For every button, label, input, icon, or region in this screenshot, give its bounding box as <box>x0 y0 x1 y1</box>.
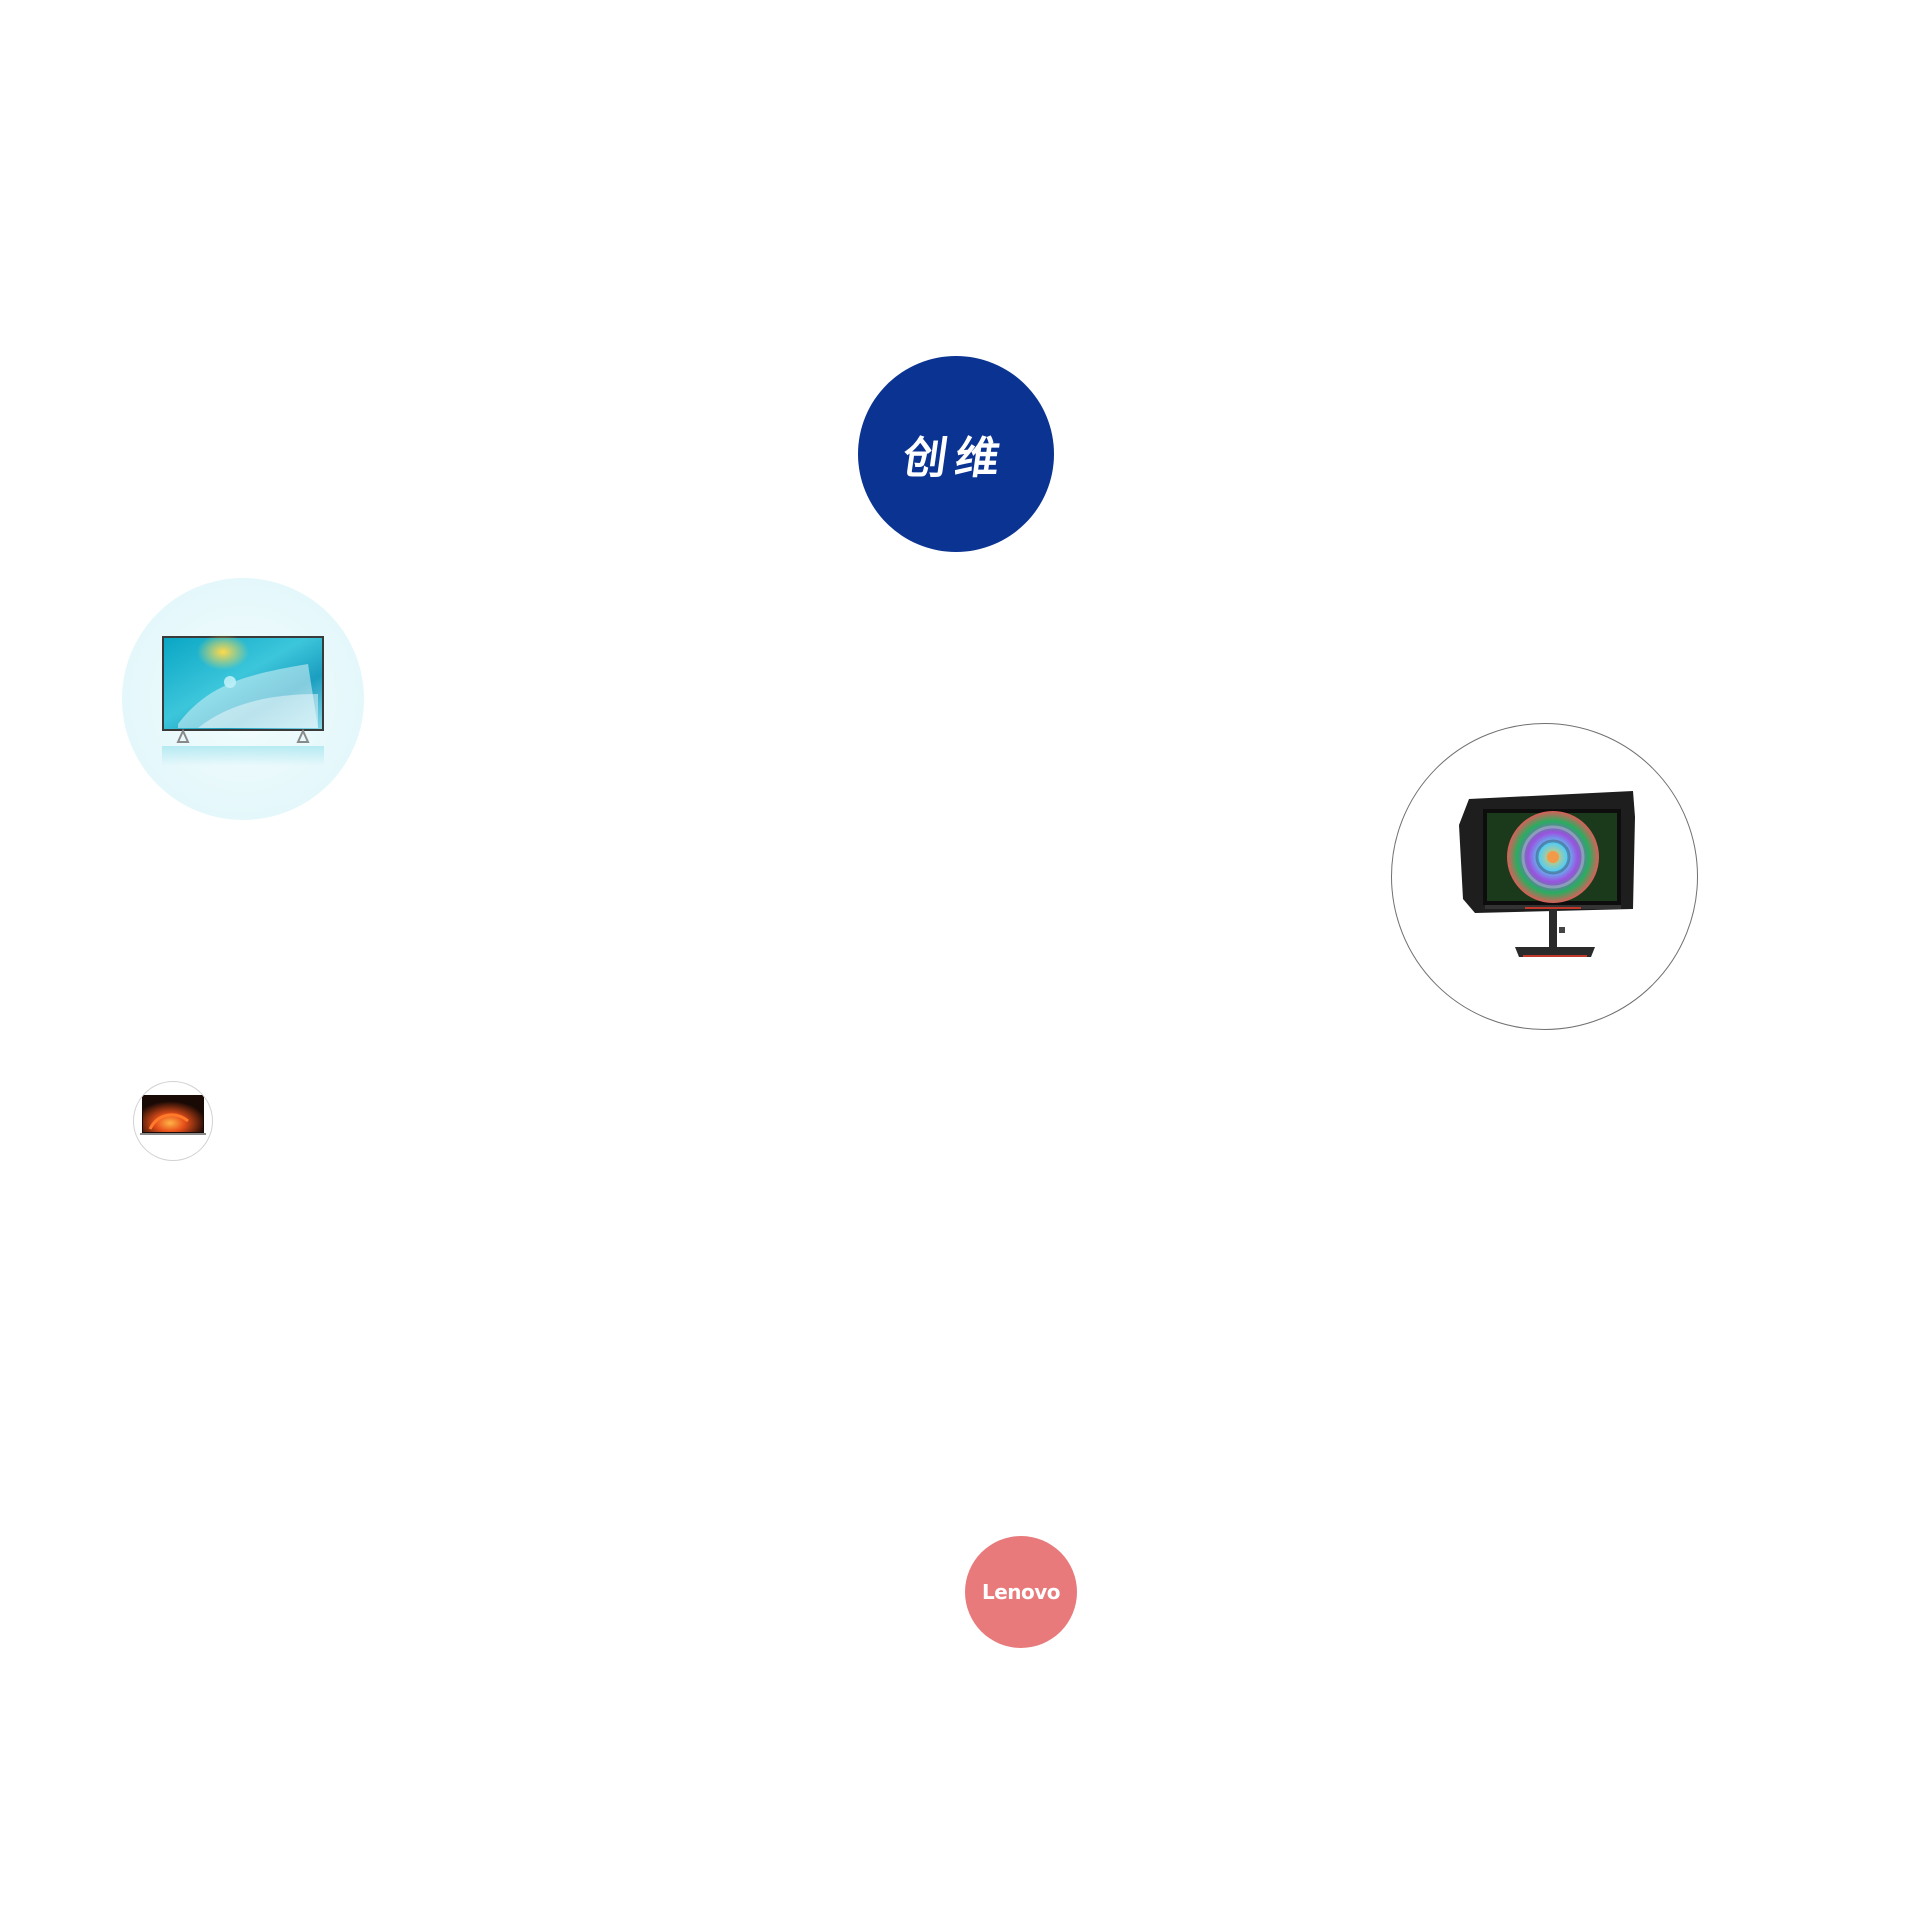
skyworth-brand-bubble[interactable]: 创维 <box>858 356 1054 552</box>
tv-icon <box>162 634 324 766</box>
monitor-icon <box>1458 790 1635 957</box>
laptop-icon <box>140 1095 206 1135</box>
lenovo-logo-text: Lenovo <box>981 1580 1061 1604</box>
laptop-product-bubble[interactable] <box>133 1081 213 1161</box>
skyworth-logo-text: 创维 <box>899 433 1011 484</box>
tv-product-bubble[interactable] <box>122 578 364 820</box>
monitor-product-bubble[interactable] <box>1391 723 1698 1030</box>
lenovo-brand-bubble[interactable]: Lenovo <box>965 1536 1077 1648</box>
